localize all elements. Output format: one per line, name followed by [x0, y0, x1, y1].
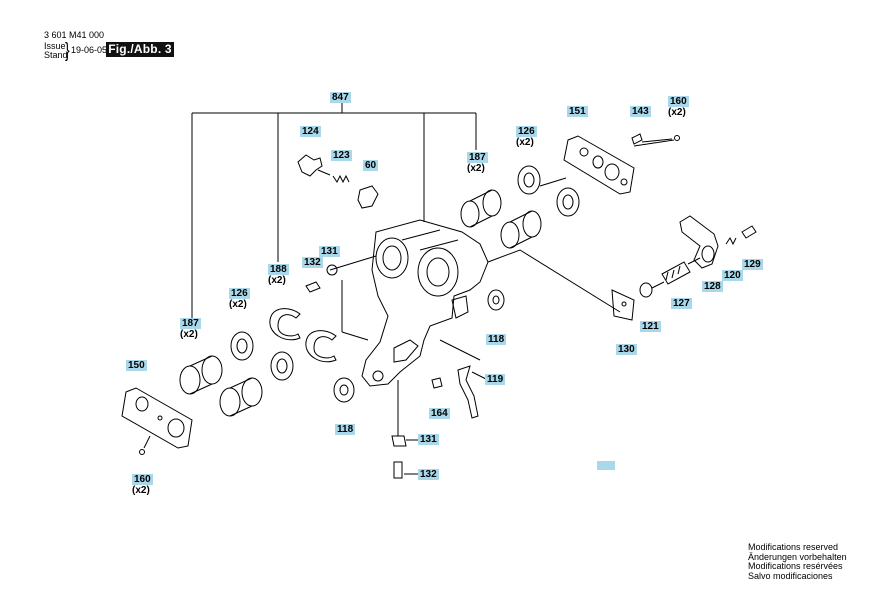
washer-126-left-b: [270, 351, 294, 381]
ring-188-b: [305, 330, 337, 363]
callout-131-bottom: 131: [418, 434, 439, 445]
callout-126-left: 126: [229, 288, 250, 299]
callout-150: 150: [126, 360, 147, 371]
notice-line-es: Salvo modificaciones: [748, 570, 833, 581]
qty-160-top: (x2): [668, 107, 686, 118]
callout-131-top: 131: [319, 246, 340, 257]
callout-132-bottom: 132: [418, 469, 439, 480]
callout-121: 121: [640, 321, 661, 332]
brace-symbol: }: [65, 40, 70, 62]
callout-187-left: 187: [180, 318, 201, 329]
screw-143: [631, 133, 643, 145]
screw-160-top: [674, 135, 680, 141]
qty-160-bottom: (x2): [132, 485, 150, 496]
lever-128: [679, 215, 719, 269]
notice-line-fr: Modifications resérvées: [748, 561, 843, 572]
washer-126-top-a: [517, 165, 541, 195]
callout-130: 130: [616, 344, 637, 355]
callout-847: 847: [330, 92, 351, 103]
callout-60: 60: [363, 160, 379, 171]
main-housing: [361, 219, 489, 387]
washer-126-top-b: [556, 187, 580, 217]
washer-126-left-a: [230, 331, 254, 361]
callout-118-right: 118: [486, 334, 507, 345]
callout-128: 128: [702, 281, 723, 292]
qty-126-left: (x2): [229, 299, 247, 310]
blank-callout-tag: [597, 461, 615, 470]
ring-188-a: [269, 308, 301, 341]
roller-187-top-a: [460, 189, 502, 228]
callout-118-bottom: 118: [335, 424, 356, 435]
issue-date: 19-06-05: [71, 45, 108, 55]
notice-line-de: Änderungen vorbehalten: [748, 551, 847, 562]
doc-number: 3 601 M41 000: [44, 30, 105, 40]
callout-188: 188: [268, 264, 289, 275]
callout-187-top: 187: [467, 152, 488, 163]
washer-121: [639, 282, 653, 298]
callout-164: 164: [429, 408, 450, 419]
plate-151: [563, 135, 635, 195]
screw-164: [431, 377, 443, 389]
screw-132-bottom: [393, 461, 403, 479]
notice-line-en: Modifications reserved: [748, 542, 839, 552]
callout-120: 120: [722, 270, 743, 281]
spring-123: [332, 174, 350, 184]
qty-187-left: (x2): [180, 329, 198, 340]
nut-131-top: [326, 264, 338, 276]
callout-160-bottom: 160: [132, 474, 153, 485]
modifications-notice: Modifications reserved Änderungen vorbeh…: [748, 542, 847, 581]
qty-126-top: (x2): [516, 137, 534, 148]
stand-label: Stand: [44, 50, 68, 60]
qty-187-top: (x2): [467, 163, 485, 174]
callout-129: 129: [742, 259, 763, 270]
spring-119: [457, 365, 479, 419]
callout-160-top: 160: [668, 96, 689, 107]
callout-143: 143: [630, 106, 651, 117]
callout-124: 124: [300, 126, 321, 137]
screw-132-top: [305, 281, 321, 293]
plate-130: [611, 289, 635, 321]
washer-118-bottom: [333, 377, 355, 403]
washer-118-right: [487, 289, 505, 311]
callout-119: 119: [485, 374, 506, 385]
roller-187-left-b: [219, 377, 263, 417]
roller-187-left-a: [179, 355, 223, 395]
qty-188: (x2): [268, 275, 286, 286]
callout-132-top: 132: [302, 257, 323, 268]
knob-124: [297, 154, 331, 177]
callout-127: 127: [671, 298, 692, 309]
callout-151: 151: [567, 106, 588, 117]
nut-131-bottom: [391, 435, 407, 447]
clip-60: [357, 185, 379, 209]
issue-label: Issue: [44, 41, 66, 51]
bracket-847-lines: [191, 103, 477, 318]
screw-160-bottom: [139, 449, 145, 455]
stud-127: [661, 261, 691, 285]
callout-123: 123: [331, 150, 352, 161]
roller-187-top-b: [500, 210, 542, 249]
callout-126-top: 126: [516, 126, 537, 137]
plate-150: [121, 387, 193, 449]
figure-badge: Fig./Abb. 3: [106, 42, 174, 57]
spring-120: [725, 237, 737, 246]
pin-129: [741, 225, 757, 239]
